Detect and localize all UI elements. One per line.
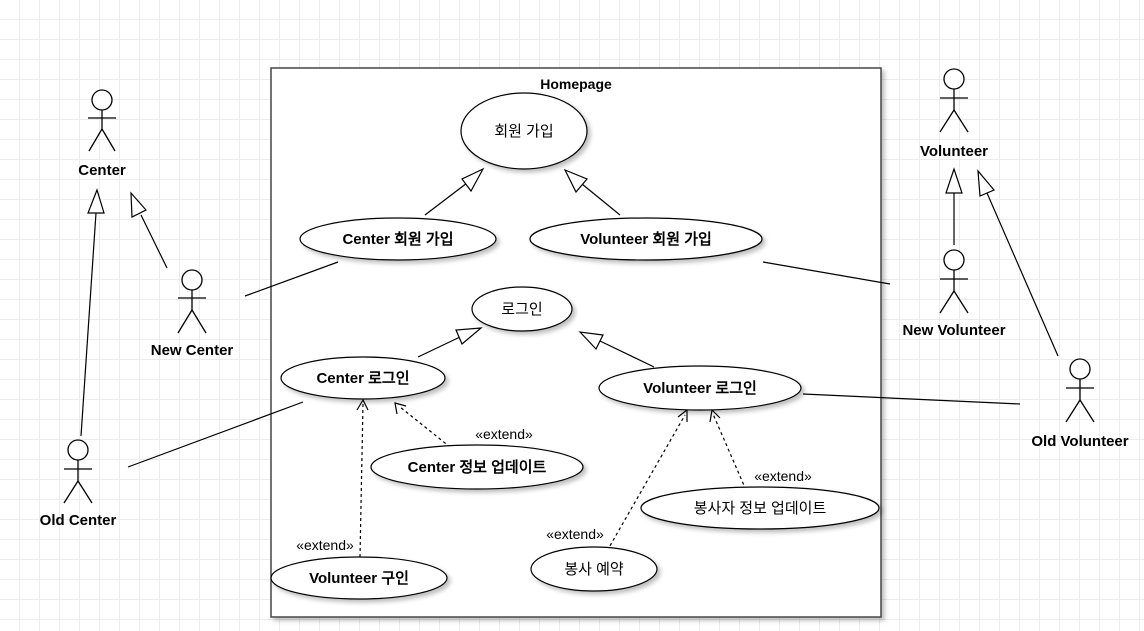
generalization-volunteerlogin-login[interactable]	[599, 340, 655, 368]
extend-arrowhead	[394, 402, 407, 415]
actor-head-icon	[181, 269, 203, 291]
use-case-label: 봉사 예약	[564, 561, 624, 578]
actor-old-center[interactable]	[63, 439, 93, 504]
use-case-label: Volunteer 회원 가입	[580, 231, 712, 248]
use-case-label: Volunteer 구인	[309, 569, 409, 587]
association-newvolunteer-volunteersignup[interactable]	[762, 261, 891, 285]
actor-label: New Volunteer	[902, 322, 1005, 339]
actor-head-icon	[1069, 358, 1091, 380]
extend-label: «extend»	[296, 537, 354, 553]
generalization-arrowhead	[945, 167, 963, 194]
use-case-volunteer-signup[interactable]	[529, 217, 763, 261]
extend-volunteerrecruit-centerlogin[interactable]	[359, 402, 364, 558]
generalization-arrowhead	[87, 188, 105, 214]
use-case-label: Center 로그인	[316, 369, 409, 387]
use-case-volunteer-recruit[interactable]	[270, 556, 448, 600]
generalization-newcenter-center[interactable]	[140, 214, 168, 269]
use-case-volunteer-info-update[interactable]	[640, 486, 880, 530]
generalization-arrowhead	[977, 169, 995, 197]
system-title: Homepage	[540, 76, 612, 92]
extend-label: «extend»	[546, 526, 604, 542]
actor-head-icon	[943, 249, 965, 271]
use-case-volunteer-login[interactable]	[598, 365, 802, 411]
generalization-centersignup-signup[interactable]	[424, 182, 468, 216]
generalization-arrowhead	[455, 327, 483, 345]
actor-label: Center	[78, 162, 126, 179]
actor-new-volunteer[interactable]	[939, 249, 969, 314]
use-case-label: 봉사자 정보 업데이트	[694, 500, 827, 517]
use-case-center-signup[interactable]	[299, 217, 497, 261]
actor-old-volunteer[interactable]	[1065, 358, 1095, 423]
actor-volunteer[interactable]	[939, 68, 969, 133]
generalization-arrowhead	[578, 331, 604, 351]
association-oldvolunteer-volunteerlogin[interactable]	[802, 393, 1021, 405]
use-case-label: 로그인	[501, 301, 542, 318]
use-case-label: 회원 가입	[494, 123, 553, 140]
generalization-volunteersignup-signup[interactable]	[581, 183, 621, 216]
use-case-signup[interactable]	[460, 92, 588, 170]
actor-head-icon	[943, 68, 965, 90]
generalization-arrowhead	[130, 191, 147, 218]
extend-label: «extend»	[475, 426, 533, 442]
actor-label: New Center	[151, 342, 234, 359]
actor-head-icon	[67, 439, 89, 461]
actor-label: Old Volunteer	[1031, 433, 1128, 450]
use-case-label: Center 회원 가입	[342, 231, 453, 248]
actor-head-icon	[91, 89, 113, 111]
use-case-label: Volunteer 로그인	[643, 379, 757, 397]
system-boundary[interactable]: Homepage	[270, 67, 882, 618]
generalization-oldvolunteer-volunteer[interactable]	[986, 192, 1059, 357]
use-case-label: Center 정보 업데이트	[408, 458, 547, 476]
use-case-center-update[interactable]	[370, 444, 584, 490]
association-newcenter-centersignup[interactable]	[244, 261, 339, 297]
extend-volunteerreserve-volunteerlogin[interactable]	[606, 414, 686, 552]
generalization-centerlogin-login[interactable]	[417, 336, 461, 358]
actor-label: Old Center	[40, 512, 117, 529]
generalization-oldcenter-center[interactable]	[80, 212, 97, 437]
use-case-volunteer-reserve[interactable]	[530, 546, 658, 592]
generalization-arrowhead	[563, 168, 588, 194]
use-case-center-login[interactable]	[280, 356, 446, 400]
extend-volunteerinfoupdate-volunteerlogin[interactable]	[712, 413, 747, 491]
generalization-arrowhead	[461, 167, 485, 193]
extend-arrowhead	[356, 398, 369, 411]
actor-label: Volunteer	[920, 143, 988, 160]
actor-center[interactable]	[88, 89, 116, 152]
use-case-login[interactable]	[471, 286, 573, 332]
extend-label: «extend»	[754, 468, 812, 484]
actor-new-center[interactable]	[177, 269, 207, 334]
association-oldcenter-centerlogin[interactable]	[127, 401, 304, 468]
